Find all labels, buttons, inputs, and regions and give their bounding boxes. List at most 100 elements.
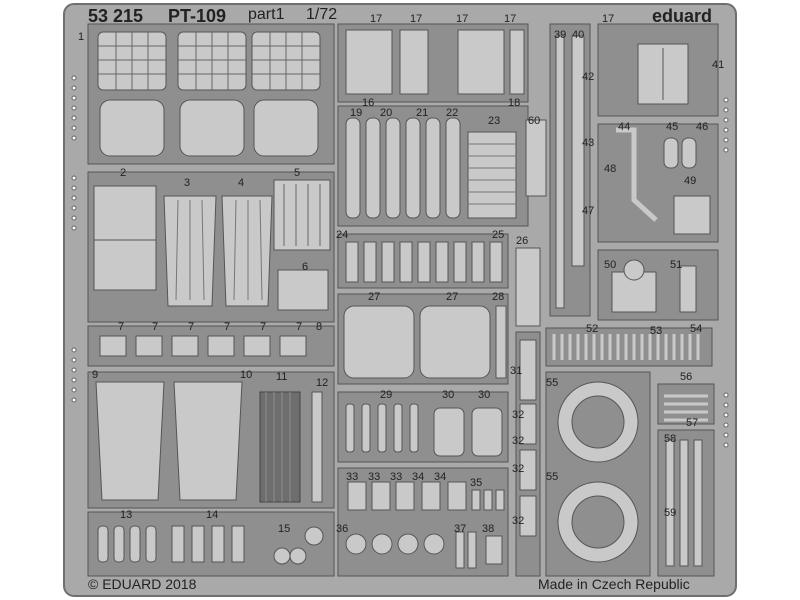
scale-label: 1/72 [306, 6, 338, 23]
part-number: 8 [316, 321, 323, 333]
part-number: 54 [690, 323, 703, 335]
parts-5-6 [273, 179, 331, 311]
part-number: 20 [380, 107, 393, 119]
part-number: 41 [712, 59, 725, 71]
part-number: 55 [546, 377, 559, 389]
part-number: 30 [478, 389, 491, 401]
part-number: 3 [184, 177, 191, 189]
part-number: 29 [380, 389, 393, 401]
part-55-life-rings [545, 371, 651, 577]
parts-9-12 [87, 371, 335, 509]
part-number: 15 [278, 523, 291, 535]
part-number: 2 [120, 167, 127, 179]
part-number: 44 [618, 121, 631, 133]
part-number: 56 [680, 371, 693, 383]
part-7-row [87, 325, 335, 367]
part-number: 55 [546, 471, 559, 483]
part-number: 11 [276, 371, 288, 383]
part-number: 7 [224, 321, 231, 333]
part-number: 32 [512, 515, 525, 527]
parts-52-54 [545, 327, 713, 367]
parts-13-15 [87, 511, 335, 577]
parts-50-51 [597, 249, 719, 321]
part-number: 34 [434, 471, 447, 483]
part-number: 53 [650, 325, 663, 337]
part-number: 5 [294, 167, 301, 179]
part-number: 60 [528, 115, 541, 127]
part-label: part1 [248, 6, 285, 23]
parts-26-31-32 [515, 247, 541, 577]
parts-24-25 [337, 233, 509, 289]
brand-logo: eduard [652, 6, 713, 26]
part-number: 17 [410, 13, 423, 25]
parts-56-59 [657, 383, 715, 577]
part-number: 7 [152, 321, 159, 333]
part-number: 27 [446, 291, 459, 303]
part-number: 22 [446, 107, 459, 119]
part-number: 46 [696, 121, 709, 133]
part-number: 16 [362, 97, 375, 109]
parts-27-28 [337, 293, 509, 385]
part-number: 28 [492, 291, 505, 303]
part-number: 7 [188, 321, 195, 333]
part-number: 51 [670, 259, 683, 271]
parts-29-30 [337, 391, 509, 463]
part-number: 47 [582, 205, 595, 217]
part-number: 32 [512, 435, 525, 447]
part-number: 45 [666, 121, 679, 133]
part-number: 17 [370, 13, 383, 25]
part-number: 17 [602, 13, 615, 25]
part-number: 30 [442, 389, 455, 401]
edge-holes-left [71, 75, 77, 403]
photo-etch-fret: 53 215 PT-109 part1 1/72 eduard 1 2 3 4 … [60, 0, 740, 600]
part-number: 19 [350, 107, 363, 119]
part-number: 18 [508, 97, 521, 109]
part-number: 31 [510, 365, 523, 377]
part-number: 58 [664, 433, 677, 445]
part-number: 38 [482, 523, 495, 535]
part-number: 10 [240, 369, 253, 381]
fret-drawing [63, 3, 737, 597]
part-number: 27 [368, 291, 381, 303]
part-number: 59 [664, 507, 677, 519]
part-number: 7 [296, 321, 303, 333]
part-number: 6 [302, 261, 309, 273]
origin-text: Made in Czech Republic [538, 576, 690, 592]
part-number: 35 [470, 477, 483, 489]
model-name: PT-109 [168, 6, 227, 26]
part-number: 17 [504, 13, 517, 25]
part-number: 40 [572, 29, 585, 41]
part-number: 48 [604, 163, 617, 175]
copyright-text: © EDUARD 2018 [88, 576, 197, 592]
part-number: 21 [416, 107, 429, 119]
parts-33-38 [337, 467, 509, 577]
part-number: 26 [516, 235, 529, 247]
catalog-number: 53 215 [88, 6, 144, 26]
part-number: 52 [586, 323, 599, 335]
part-number: 33 [346, 471, 359, 483]
part-number: 50 [604, 259, 617, 271]
part-number: 12 [316, 377, 329, 389]
part-number: 32 [512, 409, 525, 421]
parts-16-23 [337, 23, 547, 227]
part-number: 42 [582, 71, 595, 83]
part-number: 33 [390, 471, 403, 483]
part-number: 49 [684, 175, 697, 187]
part-number: 14 [206, 509, 219, 521]
part-number: 39 [554, 29, 567, 41]
part-number: 13 [120, 509, 133, 521]
part-number: 9 [92, 369, 99, 381]
part-number: 4 [238, 177, 245, 189]
part-1-windscreens [87, 23, 335, 165]
part-number: 1 [78, 31, 85, 43]
part-number: 23 [488, 115, 501, 127]
part-number: 36 [336, 523, 349, 535]
part-number: 17 [456, 13, 469, 25]
part-number: 57 [686, 417, 699, 429]
part-number: 34 [412, 471, 425, 483]
part-number: 33 [368, 471, 381, 483]
part-number: 7 [118, 321, 125, 333]
part-number: 43 [582, 137, 595, 149]
parts-39-48 [549, 23, 719, 317]
part-number: 37 [454, 523, 467, 535]
